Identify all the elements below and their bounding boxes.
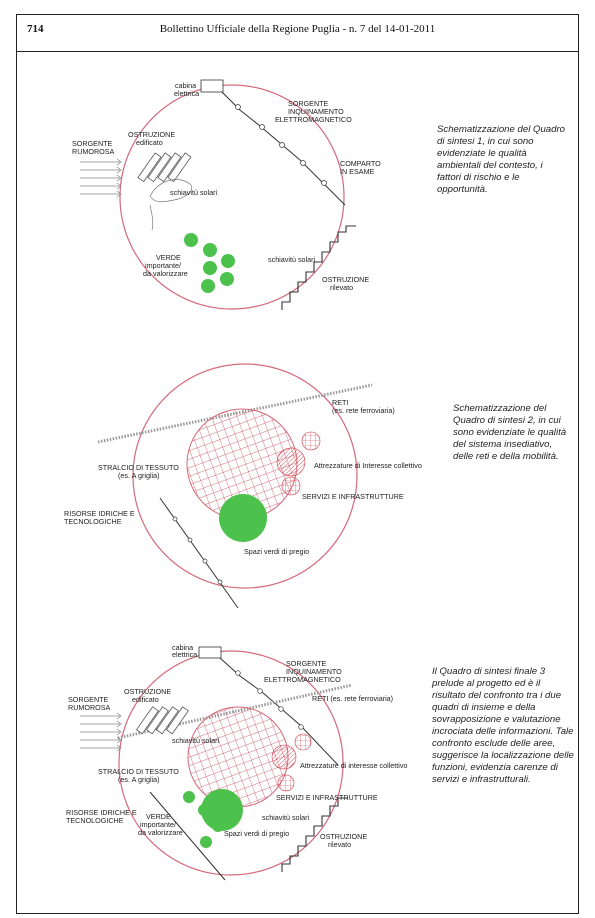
d3-sorgente-inq-l2: INQUINAMENTO [286,667,342,676]
d1-ostruzione-ril-l1: OSTRUZIONE [322,275,369,284]
d1-sorgente-inq-l3: ELETTROMAGNETICO [275,115,352,124]
d3-servizi: SERVIZI E INFRASTRUTTURE [276,793,378,802]
buildings [137,152,192,183]
cabina-box [200,79,224,93]
d1-sorgente-rum-l1: SORGENTE [72,139,113,148]
shadow-shape [149,179,193,203]
d2-stralcio-l1: STRALCIO DI TESSUTO [98,463,179,472]
d2-reti-l2: (es. rete ferroviaria) [332,406,395,415]
diagram-1: cabina elettrica SORGENTE INQUINAMENTO E… [72,79,381,310]
d1-verde-l2: importante/ [145,261,181,270]
caption-1: Schematizzazione del Quadro di sintesi 1… [437,124,565,195]
d3-risorse-l2: TECNOLOGICHE [66,816,124,825]
diagram-2: RETI (es. rete ferroviaria) STRALCIO DI … [64,363,422,609]
d1-sorgente-rum-l2: RUMOROSA [72,147,115,156]
diagram3-boundary [118,650,344,876]
d1-ostruzione-ed-l1: OSTRUZIONE [128,130,175,139]
d2-risorse-l2: TECNOLOGICHE [64,517,122,526]
d2-reti-l1: RETI [332,398,348,407]
d3-attrezzature: Attrezzature di interesse collettivo [300,761,407,770]
d3-sorgente-rum-l1: SORGENTE [68,695,109,704]
green-trees [184,233,235,293]
d3-verde-l1: VERDE [146,812,171,821]
caption-3: Il Quadro di sintesi finale 3 prelude al… [432,666,574,785]
stepped-terrain [281,225,356,310]
d1-comparto-l1: COMPARTO [340,159,381,168]
page-header: 714 Bollettino Ufficiale della Regione P… [17,15,578,52]
d3-stralcio-l2: (es. A griglia) [118,775,160,784]
d2-stralcio-l2: (es. A griglia) [118,471,160,480]
grid-circle-a [301,431,321,451]
grid-circle-b [281,476,301,496]
d3-ostruzione-ed-l1: OSTRUZIONE [124,687,171,696]
d3-ostruzione-ril-l2: rilevato [328,840,351,849]
d1-ostruzione-ed-l2: edificato [136,138,163,147]
d1-cabina-l1: cabina [175,81,196,90]
facilities-circle [276,447,306,477]
d3-cabina-l2: elettrica [172,650,197,659]
d2-spazi: Spazi verdi di pregio [244,547,309,556]
d3-sorgente-inq-l3: ELETTROMAGNETICO [264,675,341,684]
water-line [159,497,239,609]
d1-verde-l1: VERDE [156,253,181,262]
caption-2: Schematizzazione del Quadro di sintesi 2… [453,403,567,462]
d1-schiavitu-1: schiavitù solari [170,188,218,197]
d1-ostruzione-ril-l2: rilevato [330,283,353,292]
d1-comparto-l2: IN ESAME [340,167,375,176]
d3-cabina-l1: cabina [172,643,193,652]
d2-servizi: SERVIZI E INFRASTRUTTURE [302,492,404,501]
d1-verde-l3: da valorizzare [143,269,188,278]
d3-schiavitu-1: schiavitù solari [172,736,220,745]
d1-schiavitu-2: schiavitù solari [268,255,316,264]
d3-reti: RETI (es. rete ferroviaria) [312,694,393,703]
d1-cabina-l2: elettrica [174,89,199,98]
diagram-3: cabina elettrica SORGENTE INQUINAMENTO E… [66,643,407,881]
d3-risorse-l1: RISORSE IDRICHE E [66,808,137,817]
d3-sorgente-inq-l1: SORGENTE [286,659,327,668]
d3-schiavitu-2: schiavitù solari [262,813,310,822]
d1-sorgente-inq-l2: INQUINAMENTO [288,107,344,116]
d2-risorse-l1: RISORSE IDRICHE E [64,509,135,518]
diagram1-boundary [119,84,345,310]
d3-verde-l2: importante/ [140,820,176,829]
d3-ostruzione-ed-l2: edificato [132,695,159,704]
d1-sorgente-inq-l1: SORGENTE [288,99,329,108]
green-space [219,494,267,542]
page-number: 714 [27,23,44,35]
diagram2-boundary [132,363,358,589]
d3-verde-l3: da valorizzare [138,828,183,837]
d3-ostruzione-ril-l1: OSTRUZIONE [320,832,367,841]
d2-attrezzature: Attrezzature di Interesse collettivo [314,461,422,470]
noise-arrows [80,158,122,198]
bulletin-title: Bollettino Ufficiale della Regione Pugli… [159,23,436,35]
d3-stralcio-l1: STRALCIO DI TESSUTO [98,767,179,776]
d3-sorgente-rum-l2: RUMOROSA [68,703,111,712]
d3-spazi: Spazi verdi di pregio [224,829,289,838]
